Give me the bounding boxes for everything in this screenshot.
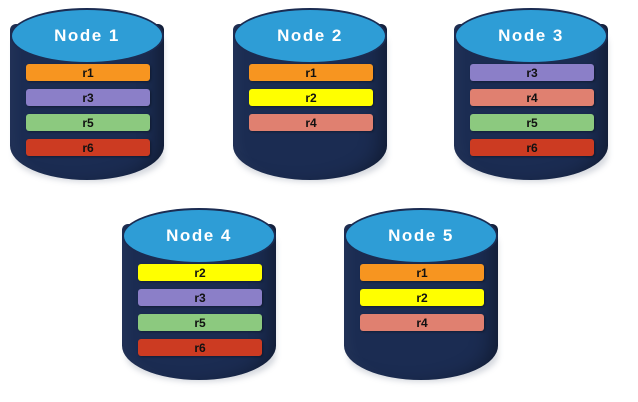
replica-bar[interactable]: r3 (138, 289, 262, 306)
replica-bar[interactable]: r3 (26, 89, 150, 106)
replica-bar[interactable]: r3 (470, 64, 594, 81)
replica-list: r1 r3 r5 r6 (8, 64, 168, 164)
replica-bar[interactable]: r4 (470, 89, 594, 106)
replica-bar[interactable]: r1 (26, 64, 150, 81)
replica-bar[interactable]: r1 (360, 264, 484, 281)
replica-bar[interactable]: r5 (138, 314, 262, 331)
replica-bar[interactable]: r6 (470, 139, 594, 156)
replica-bar[interactable]: r4 (360, 314, 484, 331)
cylinder-top-ellipse-icon (344, 208, 498, 264)
replica-bar[interactable]: r5 (26, 114, 150, 131)
cylinder-top-ellipse-icon (233, 8, 387, 64)
replica-list: r1 r2 r4 (342, 264, 502, 339)
cylinder-top-ellipse-icon (122, 208, 276, 264)
replica-bar[interactable]: r2 (249, 89, 373, 106)
replica-list: r3 r4 r5 r6 (452, 64, 612, 164)
replica-bar[interactable]: r1 (249, 64, 373, 81)
replica-bar[interactable]: r4 (249, 114, 373, 131)
replica-bar[interactable]: r6 (138, 339, 262, 356)
replica-list: r2 r3 r5 r6 (120, 264, 280, 364)
replica-bar[interactable]: r2 (360, 289, 484, 306)
cylinder-top-ellipse-icon (454, 8, 608, 64)
replica-bar[interactable]: r5 (470, 114, 594, 131)
cylinder-top-ellipse-icon (10, 8, 164, 64)
replica-list: r1 r2 r4 (231, 64, 391, 139)
replica-bar[interactable]: r2 (138, 264, 262, 281)
replica-bar[interactable]: r6 (26, 139, 150, 156)
